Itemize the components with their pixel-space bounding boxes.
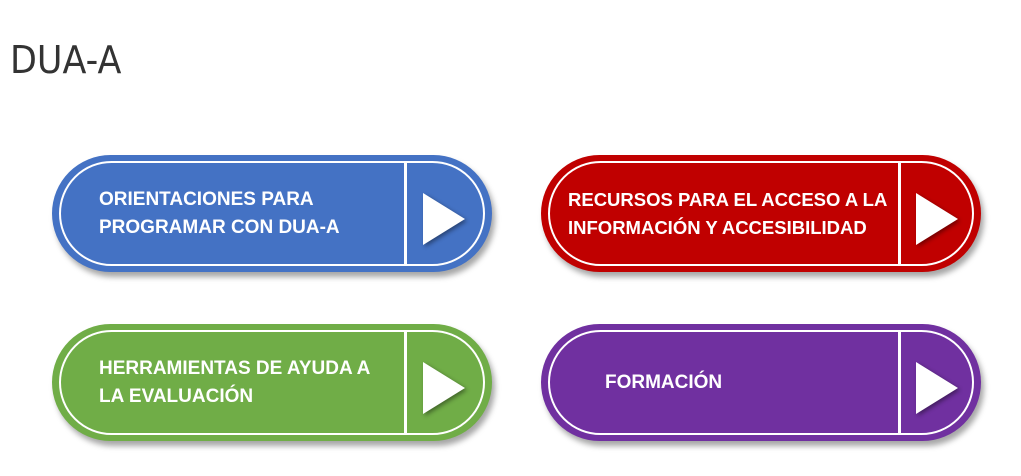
- formacion-button[interactable]: FORMACIÓN: [541, 324, 981, 441]
- play-icon: [916, 362, 958, 414]
- divider: [404, 163, 407, 264]
- recursos-button[interactable]: RECURSOS PARA EL ACCESO A LA INFORMACIÓN…: [541, 155, 981, 272]
- divider: [404, 332, 407, 433]
- button-outline: FORMACIÓN: [548, 330, 974, 435]
- button-label: FORMACIÓN: [605, 371, 723, 393]
- play-icon: [916, 193, 958, 245]
- herramientas-button[interactable]: HERRAMIENTAS DE AYUDA A LA EVALUACIÓN: [52, 324, 492, 441]
- button-outline: ORIENTACIONES PARA PROGRAMAR CON DUA-A: [59, 161, 485, 266]
- play-icon: [423, 193, 465, 245]
- page-title: DUA-A: [10, 38, 122, 82]
- button-label: RECURSOS PARA EL ACCESO A LA INFORMACIÓN…: [568, 188, 887, 238]
- button-label: HERRAMIENTAS DE AYUDA A LA EVALUACIÓN: [99, 357, 370, 407]
- button-label: ORIENTACIONES PARA PROGRAMAR CON DUA-A: [99, 188, 340, 238]
- divider: [898, 163, 901, 264]
- orientaciones-button[interactable]: ORIENTACIONES PARA PROGRAMAR CON DUA-A: [52, 155, 492, 272]
- play-icon: [423, 362, 465, 414]
- divider: [898, 332, 901, 433]
- button-outline: RECURSOS PARA EL ACCESO A LA INFORMACIÓN…: [548, 161, 974, 266]
- button-outline: HERRAMIENTAS DE AYUDA A LA EVALUACIÓN: [59, 330, 485, 435]
